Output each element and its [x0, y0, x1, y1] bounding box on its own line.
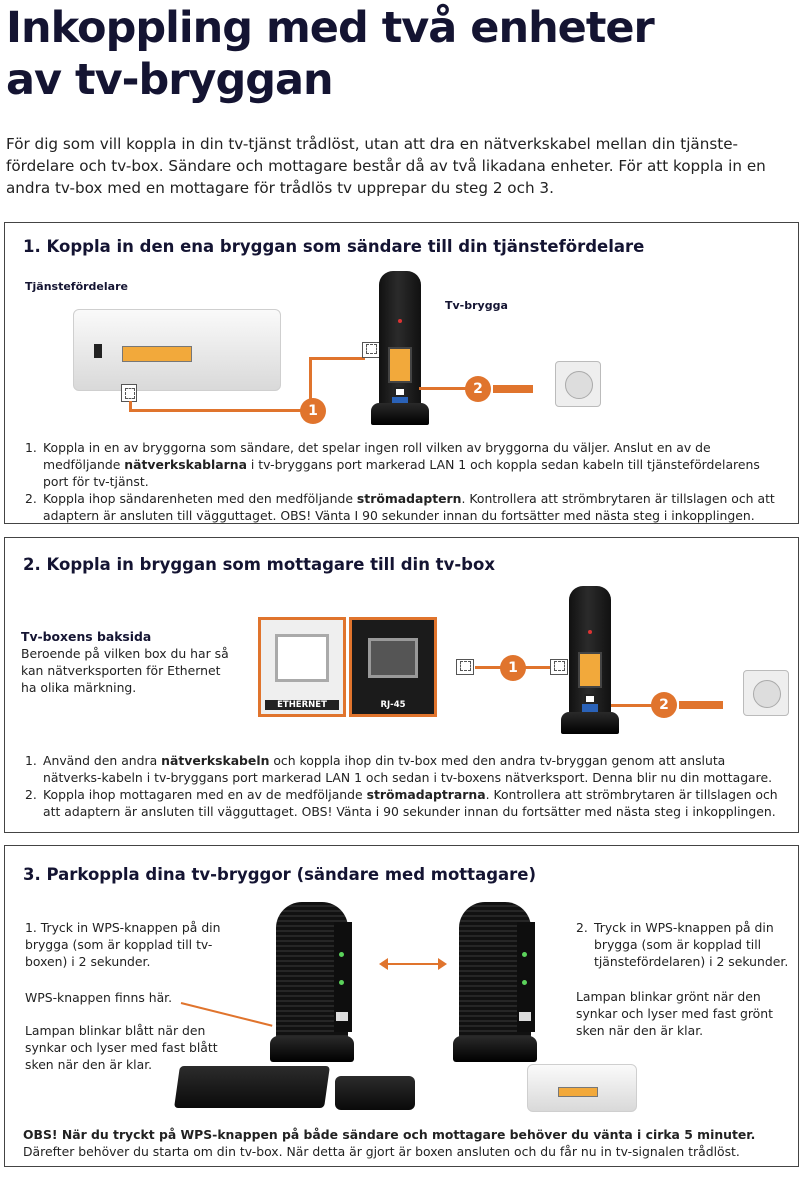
step-2-badge-s2: 2 — [651, 692, 677, 718]
wps-button-left — [336, 1012, 348, 1021]
section-3: 3. Parkoppla dina tv-bryggor (sändare me… — [4, 845, 799, 1167]
router-label: Tjänstefördelare — [25, 280, 128, 293]
wait-notice: OBS! När du tryckt på WPS-knappen på båd… — [23, 1126, 793, 1160]
green-led-note: Lampan blinkar grönt när den synkar och … — [576, 989, 773, 1038]
step-1-badge: 1 — [300, 398, 326, 424]
step-1-badge-s2: 1 — [500, 655, 526, 681]
intro-text: För dig som vill koppla in din tv-tjänst… — [6, 135, 766, 197]
router-image — [73, 309, 281, 391]
tv-box-large — [174, 1066, 330, 1108]
router-cable-connector — [121, 384, 137, 402]
section-1-step-1: 1.Koppla in en av bryggorna som sändare,… — [25, 440, 760, 489]
power-plug-2 — [679, 701, 723, 709]
rj45-port-photo: RJ-45 — [349, 617, 437, 717]
wait-notice-bold: OBS! När du tryckt på WPS-knappen på båd… — [23, 1127, 756, 1142]
tv-bridge-right — [453, 902, 537, 1062]
router-ports — [122, 346, 192, 362]
wps-location-note: WPS-knappen finns här. — [25, 990, 173, 1005]
pairing-arrow — [379, 958, 447, 970]
tv-bridge-receiver — [561, 586, 619, 738]
wall-outlet — [555, 361, 601, 407]
section-2-steps: 1.Använd den andra nätverkskabeln och ko… — [25, 752, 784, 820]
ethernet-caption: ETHERNET — [265, 700, 339, 710]
section-3-right-step: 2. Tryck in WPS-knappen på din brygga (s… — [576, 920, 789, 969]
section-2-step-1: 1.Använd den andra nätverkskabeln och ko… — [25, 753, 773, 785]
title-line-2: av tv-bryggan — [6, 55, 334, 105]
tv-box-side-title: Tv-boxens baksida — [21, 629, 152, 644]
tvbox-cable-connector — [456, 659, 474, 675]
cable-1-bottom — [129, 409, 312, 412]
router-power-switch — [94, 344, 102, 358]
section-3-heading: 3. Parkoppla dina tv-bryggor (sändare me… — [23, 865, 537, 884]
section-1-step-2: 2.Koppla ihop sändarenheten med den medf… — [25, 491, 775, 523]
power-plug — [493, 385, 533, 393]
section-2-step-2: 2.Koppla ihop mottagaren med en av de me… — [25, 787, 778, 819]
cable-1-top — [309, 357, 365, 360]
tv-bridge-sender — [371, 271, 429, 431]
section-2-heading: 2. Koppla in bryggan som mottagare till … — [23, 555, 495, 574]
tv-box-side-text: Beroende på vilken box du har så kan nät… — [21, 646, 229, 695]
section-1-steps: 1.Koppla in en av bryggorna som sändare,… — [25, 439, 784, 524]
bridge-label: Tv-brygga — [445, 299, 508, 312]
wall-outlet-2 — [743, 670, 789, 716]
cable-1-vertical-left — [129, 401, 132, 411]
power-cable-2 — [611, 704, 659, 707]
router-image-small — [527, 1064, 637, 1112]
tv-box-side-note: Tv-boxens baksida Beroende på vilken box… — [21, 628, 231, 696]
blue-led-note: Lampan blinkar blått när den synkar och … — [25, 1023, 218, 1072]
title-line-1: Inkoppling med två enheter — [6, 3, 655, 53]
section-2: 2. Koppla in bryggan som mottagare till … — [4, 537, 799, 833]
ethernet-port-photo: ETHERNET — [258, 617, 346, 717]
page-title: Inkoppling med två enheter av tv-bryggan — [6, 2, 796, 106]
step-2-badge: 2 — [465, 376, 491, 402]
power-cable — [419, 387, 477, 390]
wait-notice-text: Därefter behöver du starta om din tv-box… — [23, 1144, 740, 1159]
rj45-caption: RJ-45 — [380, 700, 406, 710]
tv-bridge-left — [270, 902, 354, 1062]
cable-1-vertical-right — [309, 357, 312, 412]
wps-button-right — [519, 1012, 531, 1021]
section-3-left-step: 1. Tryck in WPS-knappen på din brygga (s… — [25, 920, 221, 969]
tv-box-small — [335, 1076, 415, 1110]
section-1-heading: 1. Koppla in den ena bryggan som sändare… — [23, 237, 645, 256]
section-1: 1. Koppla in den ena bryggan som sändare… — [4, 222, 799, 524]
